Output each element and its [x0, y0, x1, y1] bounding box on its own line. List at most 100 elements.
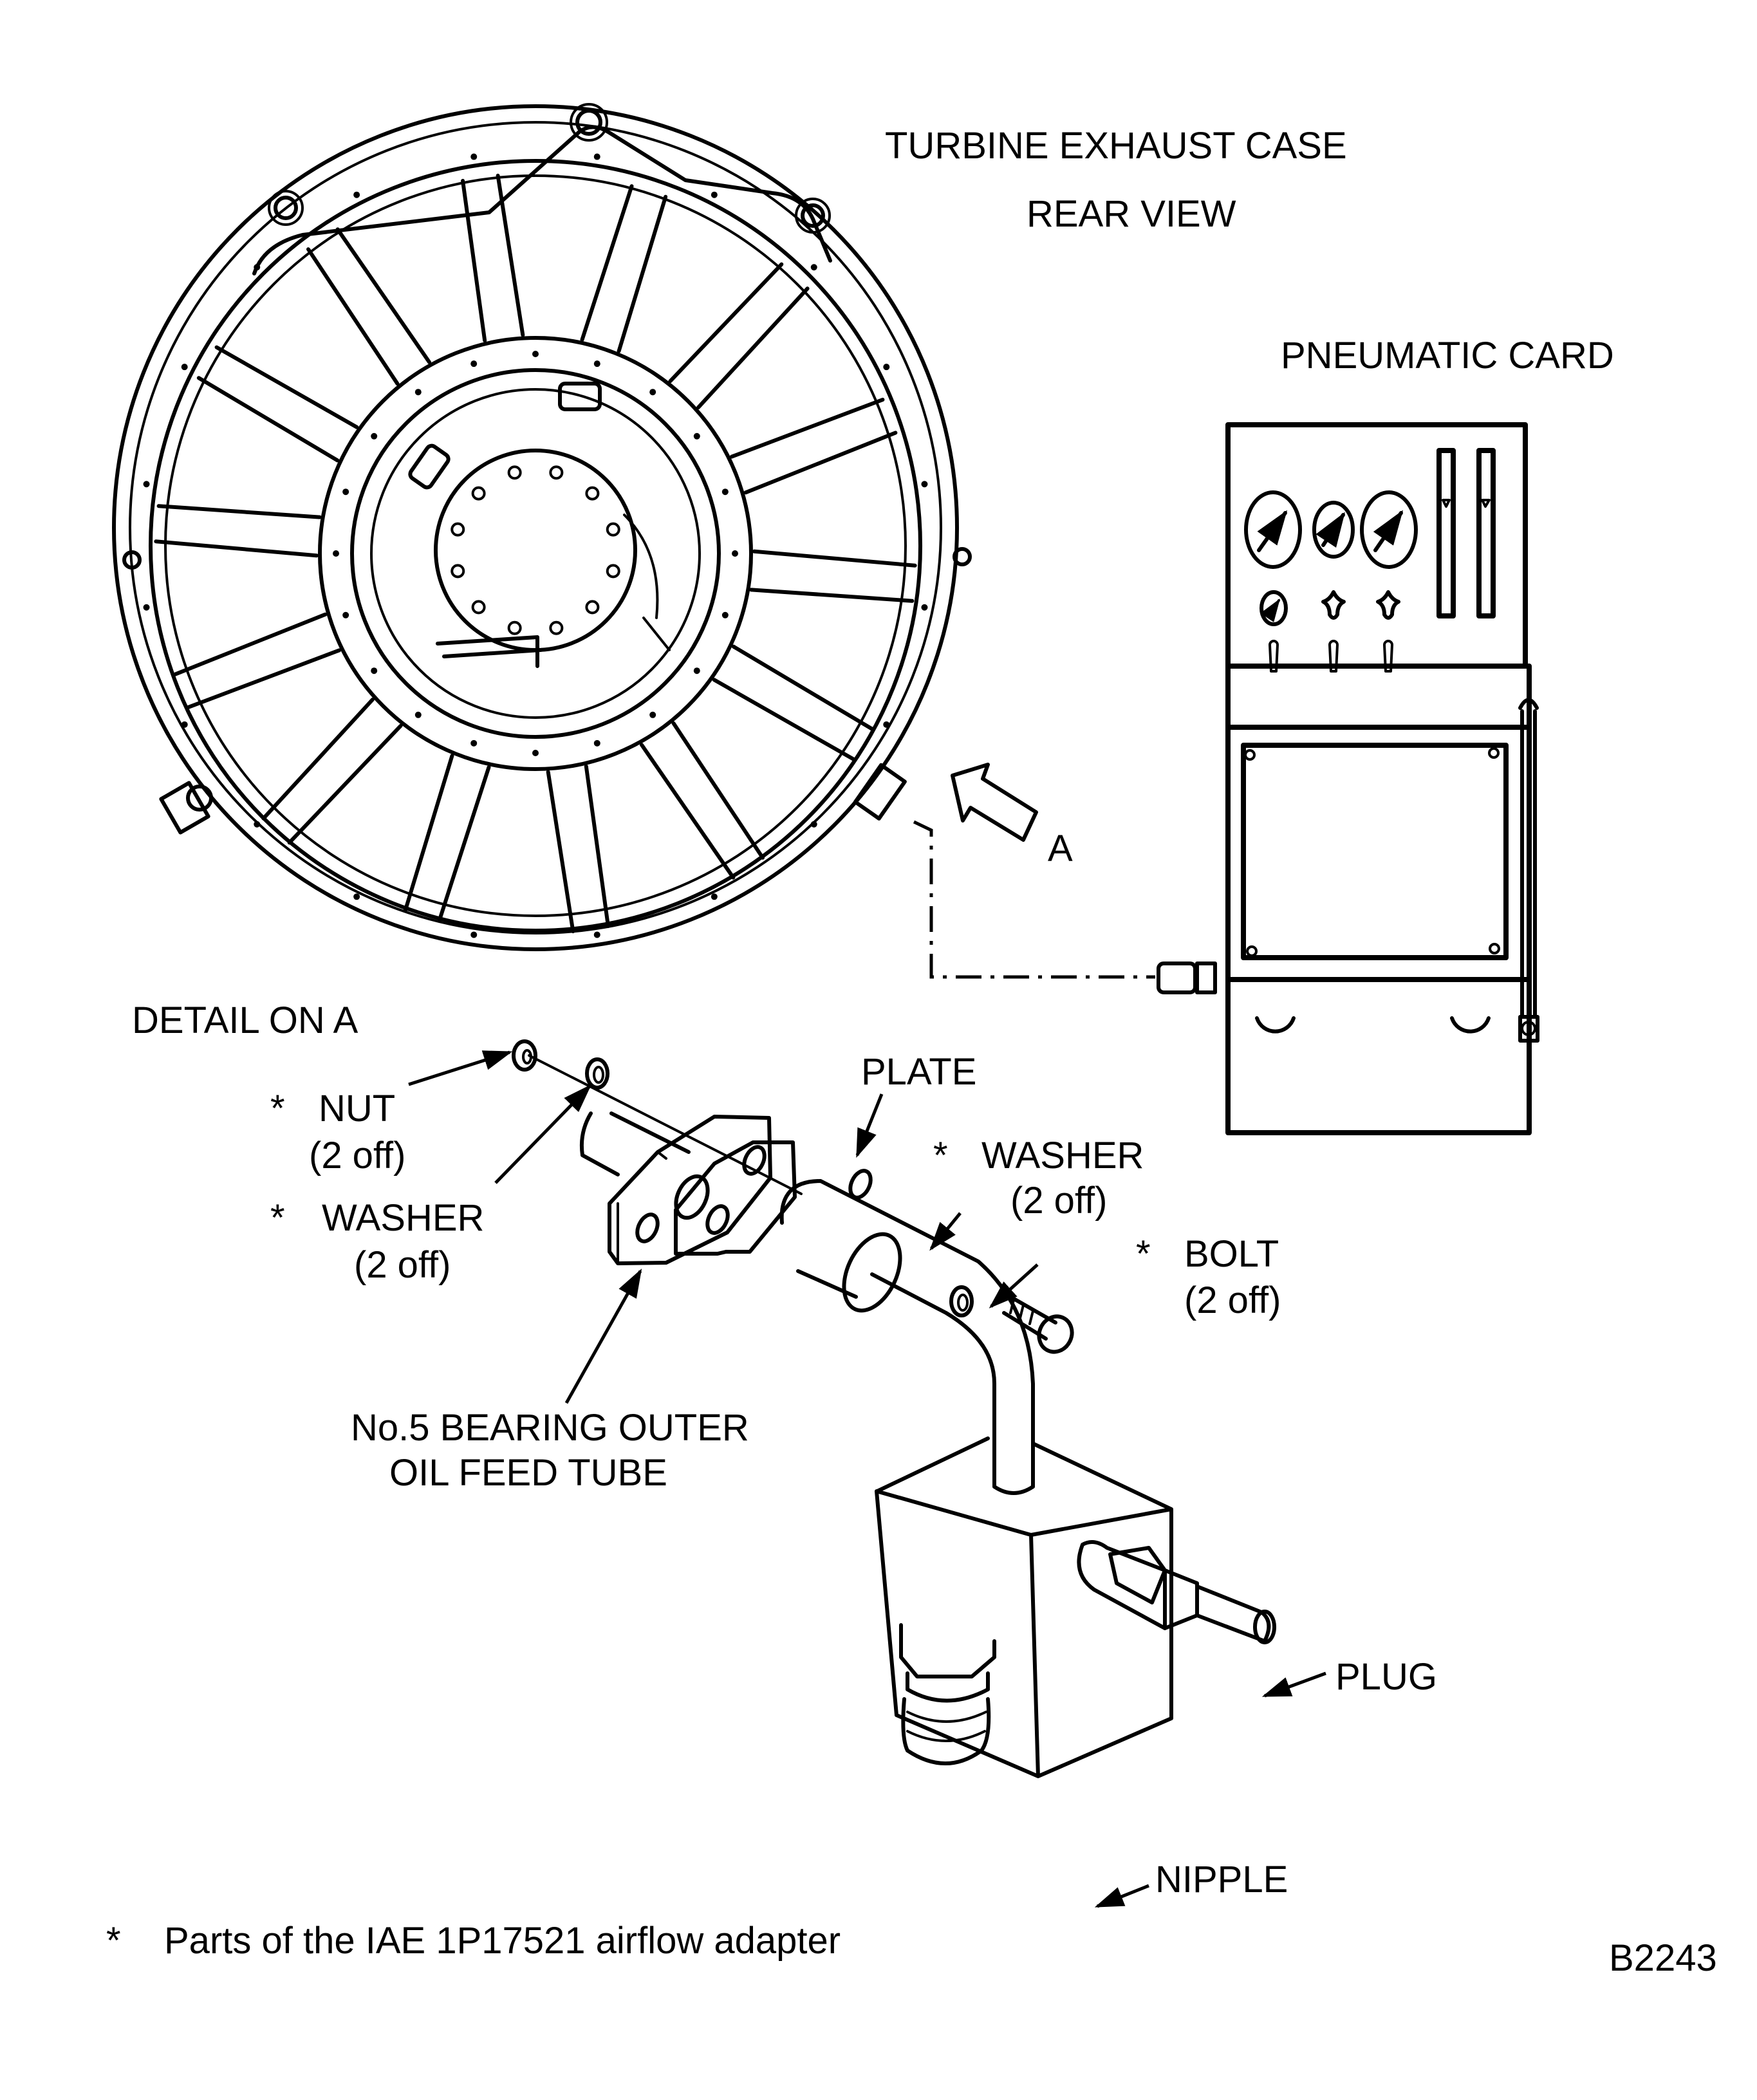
door-screw	[1488, 747, 1500, 759]
cart-title: PNEUMATIC CARD	[1281, 335, 1614, 376]
rivet	[711, 191, 718, 198]
adapter-assembly	[512, 1039, 1276, 1778]
case-outer-ring-2	[164, 174, 907, 917]
bolt-hole	[451, 522, 465, 537]
plug[interactable]	[1077, 1540, 1276, 1644]
strut	[173, 612, 342, 709]
svg-text:*: *	[270, 1088, 285, 1129]
callout-plug: PLUG	[1261, 1656, 1437, 1698]
svg-text:BOLT: BOLT	[1184, 1233, 1279, 1275]
access-slot-top	[558, 382, 602, 411]
strut	[668, 262, 810, 409]
rivet	[532, 750, 539, 756]
hose-coupling[interactable]	[1157, 962, 1197, 994]
rivet	[649, 389, 656, 396]
bolt-hole	[471, 486, 486, 501]
strut	[749, 549, 917, 603]
rivet	[593, 153, 600, 160]
rivet	[143, 481, 150, 488]
pneumatic-cart	[1157, 422, 1539, 1135]
svg-text:(2 off): (2 off)	[309, 1135, 405, 1176]
strut	[580, 184, 668, 353]
hub-outer-ring	[318, 336, 753, 771]
rivet	[353, 191, 360, 198]
strut	[306, 227, 432, 386]
toggle-switch-1[interactable]	[1269, 640, 1279, 673]
bearing-housing	[434, 449, 637, 652]
svg-text:*: *	[933, 1135, 948, 1176]
svg-text:WASHER: WASHER	[981, 1135, 1144, 1176]
bolt-hole	[585, 600, 600, 615]
adapter-tube[interactable]	[779, 1179, 1035, 1489]
rivet	[470, 931, 478, 938]
rivet	[254, 264, 261, 271]
cart-body	[1225, 664, 1532, 1135]
struts	[154, 173, 917, 934]
case-outer-ring	[149, 159, 922, 933]
rivet	[883, 721, 890, 728]
hose-coupling-nut	[1195, 962, 1217, 994]
valve-knob-1[interactable]	[1321, 590, 1346, 620]
footnote-marker: *	[106, 1920, 121, 1962]
callout-washer-left: * WASHER (2 off)	[270, 1084, 592, 1286]
plate-hole-left	[705, 1204, 730, 1235]
washer-left[interactable]	[585, 1057, 609, 1090]
level-indicator-2	[1476, 448, 1496, 618]
plate[interactable]	[674, 1140, 797, 1256]
cart-handle[interactable]	[1518, 698, 1539, 1019]
toggle-switch-2[interactable]	[1328, 640, 1339, 673]
door-screw	[1244, 749, 1256, 761]
callout-oil-feed-tube: No.5 BEARING OUTER OIL FEED TUBE	[351, 1268, 749, 1494]
level-indicator-1	[1436, 448, 1456, 618]
bolt-hole	[606, 564, 620, 579]
flange-edge	[617, 1151, 667, 1265]
washer-right[interactable]	[949, 1285, 974, 1317]
stud-axis	[528, 1054, 803, 1195]
detail-heading: DETAIL ON A	[132, 999, 358, 1041]
access-slot-left	[408, 443, 451, 490]
case-mounting-flange	[252, 125, 832, 275]
adapter-tube-end	[992, 1485, 1035, 1495]
valve-knob-2[interactable]	[1376, 590, 1400, 620]
pneumatic-hose-line	[913, 820, 1155, 979]
internal-oil-tube	[436, 635, 543, 668]
strut	[546, 764, 610, 934]
rivet	[333, 550, 339, 557]
flange-hole-right	[742, 1145, 767, 1176]
rivet	[181, 721, 188, 728]
rivet	[593, 360, 600, 367]
turbine-exhaust-case	[112, 103, 972, 951]
internal-oil-tube-bend	[623, 514, 671, 651]
nipple[interactable]	[899, 1623, 996, 1765]
lug-hole-right	[801, 203, 825, 228]
rivet	[470, 360, 478, 367]
callout-nipple: NIPPLE	[1094, 1859, 1288, 1908]
footnote-text: Parts of the IAE 1P17521 airflow adapter	[164, 1920, 841, 1962]
rivet	[649, 711, 656, 718]
toggle-switch-3[interactable]	[1383, 640, 1393, 673]
rivet	[721, 611, 729, 618]
fitting-a	[853, 763, 907, 821]
gauge-large-1	[1244, 490, 1302, 569]
rivet	[342, 488, 349, 496]
title-rear-view: REAR VIEW	[1027, 193, 1236, 235]
cart-front-door	[1241, 743, 1509, 960]
strut	[154, 504, 322, 558]
rivet	[532, 351, 539, 357]
fitting-left-clamp	[159, 781, 210, 835]
hub-ring-2	[350, 368, 721, 739]
rivet	[693, 432, 700, 440]
bolt[interactable]	[1002, 1295, 1077, 1357]
strut	[712, 644, 875, 762]
bolt-hole	[549, 620, 564, 635]
oil-feed-tube-flange[interactable]	[608, 1115, 772, 1265]
side-hole-left	[122, 550, 142, 570]
lug-hole-top-ring	[570, 103, 608, 142]
lug-hole-left	[274, 196, 298, 220]
rivet	[342, 611, 349, 618]
bearing-bolt-holes	[451, 465, 620, 635]
view-arrow-a[interactable]	[951, 763, 1038, 842]
nut[interactable]	[512, 1039, 537, 1072]
rivet	[181, 364, 188, 371]
adapter-block[interactable]	[875, 1436, 1173, 1778]
